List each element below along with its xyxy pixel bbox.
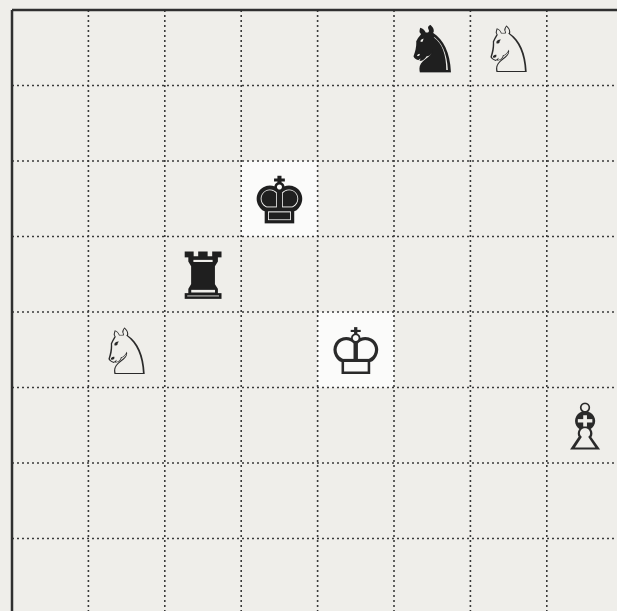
square-f3[interactable] [394, 388, 470, 464]
square-h3[interactable] [547, 388, 617, 464]
square-b2[interactable] [88, 463, 164, 539]
square-g6[interactable] [470, 161, 546, 237]
square-b3[interactable] [88, 388, 164, 464]
square-b1[interactable] [88, 539, 164, 611]
square-a8[interactable] [12, 10, 88, 86]
square-c4[interactable] [165, 312, 241, 388]
square-a2[interactable] [12, 463, 88, 539]
square-f1[interactable] [394, 539, 470, 611]
square-h5[interactable] [547, 237, 617, 313]
square-a6[interactable] [12, 161, 88, 237]
square-g1[interactable] [470, 539, 546, 611]
square-a1[interactable] [12, 539, 88, 611]
square-a7[interactable] [12, 86, 88, 162]
square-e3[interactable] [318, 388, 394, 464]
square-h1[interactable] [547, 539, 617, 611]
square-b8[interactable] [88, 10, 164, 86]
square-e4[interactable] [318, 312, 394, 388]
square-b5[interactable] [88, 237, 164, 313]
square-g7[interactable] [470, 86, 546, 162]
square-h8[interactable] [547, 10, 617, 86]
square-h7[interactable] [547, 86, 617, 162]
square-e7[interactable] [318, 86, 394, 162]
square-f4[interactable] [394, 312, 470, 388]
square-b7[interactable] [88, 86, 164, 162]
square-e2[interactable] [318, 463, 394, 539]
square-g8[interactable] [470, 10, 546, 86]
square-f5[interactable] [394, 237, 470, 313]
square-h4[interactable] [547, 312, 617, 388]
square-c6[interactable] [165, 161, 241, 237]
square-g5[interactable] [470, 237, 546, 313]
board-squares [12, 10, 617, 611]
square-d2[interactable] [241, 463, 317, 539]
square-e8[interactable] [318, 10, 394, 86]
square-g4[interactable] [470, 312, 546, 388]
square-e6[interactable] [318, 161, 394, 237]
square-h6[interactable] [547, 161, 617, 237]
square-d6[interactable] [241, 161, 317, 237]
square-d1[interactable] [241, 539, 317, 611]
square-f6[interactable] [394, 161, 470, 237]
square-g2[interactable] [470, 463, 546, 539]
square-g3[interactable] [470, 388, 546, 464]
square-c1[interactable] [165, 539, 241, 611]
square-f2[interactable] [394, 463, 470, 539]
square-e5[interactable] [318, 237, 394, 313]
square-d8[interactable] [241, 10, 317, 86]
square-c8[interactable] [165, 10, 241, 86]
square-d7[interactable] [241, 86, 317, 162]
square-b6[interactable] [88, 161, 164, 237]
square-c3[interactable] [165, 388, 241, 464]
square-f7[interactable] [394, 86, 470, 162]
square-c5[interactable] [165, 237, 241, 313]
square-f8[interactable] [394, 10, 470, 86]
square-d5[interactable] [241, 237, 317, 313]
square-e1[interactable] [318, 539, 394, 611]
square-a5[interactable] [12, 237, 88, 313]
square-d4[interactable] [241, 312, 317, 388]
square-b4[interactable] [88, 312, 164, 388]
square-a3[interactable] [12, 388, 88, 464]
square-a4[interactable] [12, 312, 88, 388]
square-h2[interactable] [547, 463, 617, 539]
square-c2[interactable] [165, 463, 241, 539]
square-d3[interactable] [241, 388, 317, 464]
square-c7[interactable] [165, 86, 241, 162]
